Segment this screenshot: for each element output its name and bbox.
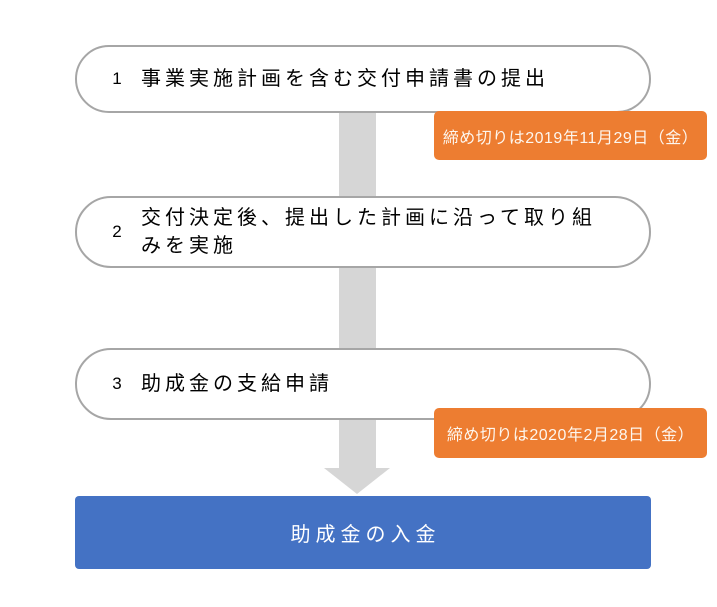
step-box-2: 2 交付決定後、提出した計画に沿って取り組みを実施	[75, 196, 651, 268]
step-label: 事業実施計画を含む交付申請書の提出	[141, 68, 549, 90]
step-label: 助成金の支給申請	[141, 373, 333, 395]
deadline-text: 締め切りは2019年11月29日（金）	[442, 129, 699, 147]
final-label: 助成金の入金	[290, 524, 441, 546]
step-number: 3	[112, 374, 122, 393]
step-number: 2	[112, 222, 122, 241]
connector-step2-step3	[339, 266, 376, 350]
step-number: 1	[112, 69, 122, 88]
step-box-1: 1 事業実施計画を含む交付申請書の提出	[75, 45, 651, 113]
step-label: 交付決定後、提出した計画に沿って取り組みを実施	[141, 207, 596, 257]
final-box: 助成金の入金	[75, 496, 651, 569]
connector-step1-step2	[339, 112, 376, 198]
deadline-badge-step3: 締め切りは2020年2月28日（金）	[434, 408, 707, 458]
down-arrow-icon	[324, 468, 390, 494]
down-arrow-shaft	[339, 419, 376, 469]
deadline-badge-step1: 締め切りは2019年11月29日（金）	[434, 111, 707, 160]
deadline-text: 締め切りは2020年2月28日（金）	[446, 427, 695, 444]
step-box-3: 3 助成金の支給申請	[75, 348, 651, 420]
